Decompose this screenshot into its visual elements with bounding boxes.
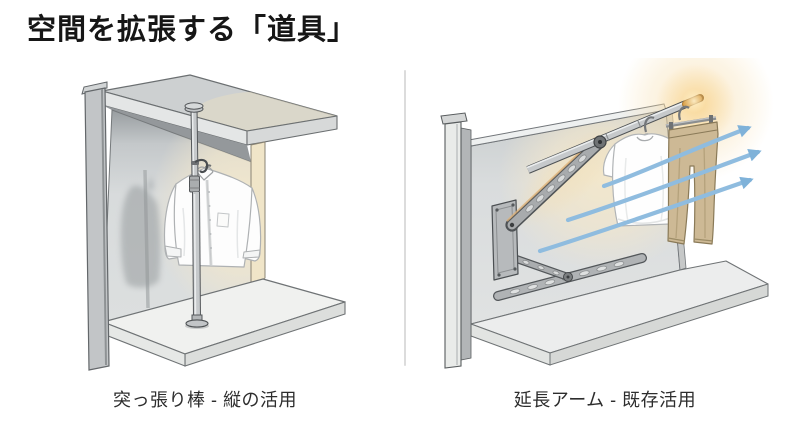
extension-arm xyxy=(491,136,647,301)
drying-rod xyxy=(526,89,706,174)
tension-rod-illustration xyxy=(81,74,346,371)
left-pillar xyxy=(81,81,110,371)
extension-arm-illustration xyxy=(440,58,774,369)
caption-tension-rod: 突っ張り棒 - 縦の活用 xyxy=(113,390,297,410)
page-title: 空間を拡張する「道具」 xyxy=(27,14,358,46)
pole-hook xyxy=(191,158,209,174)
panel-divider xyxy=(404,70,406,366)
caption-extension-arm: 延長アーム - 既存活用 xyxy=(513,390,697,410)
floor-slab xyxy=(470,260,769,366)
wall-end-post xyxy=(440,112,472,369)
wall-shadow xyxy=(121,169,161,309)
floor-slab xyxy=(102,278,346,367)
airflow-arrows-icon xyxy=(537,125,762,254)
